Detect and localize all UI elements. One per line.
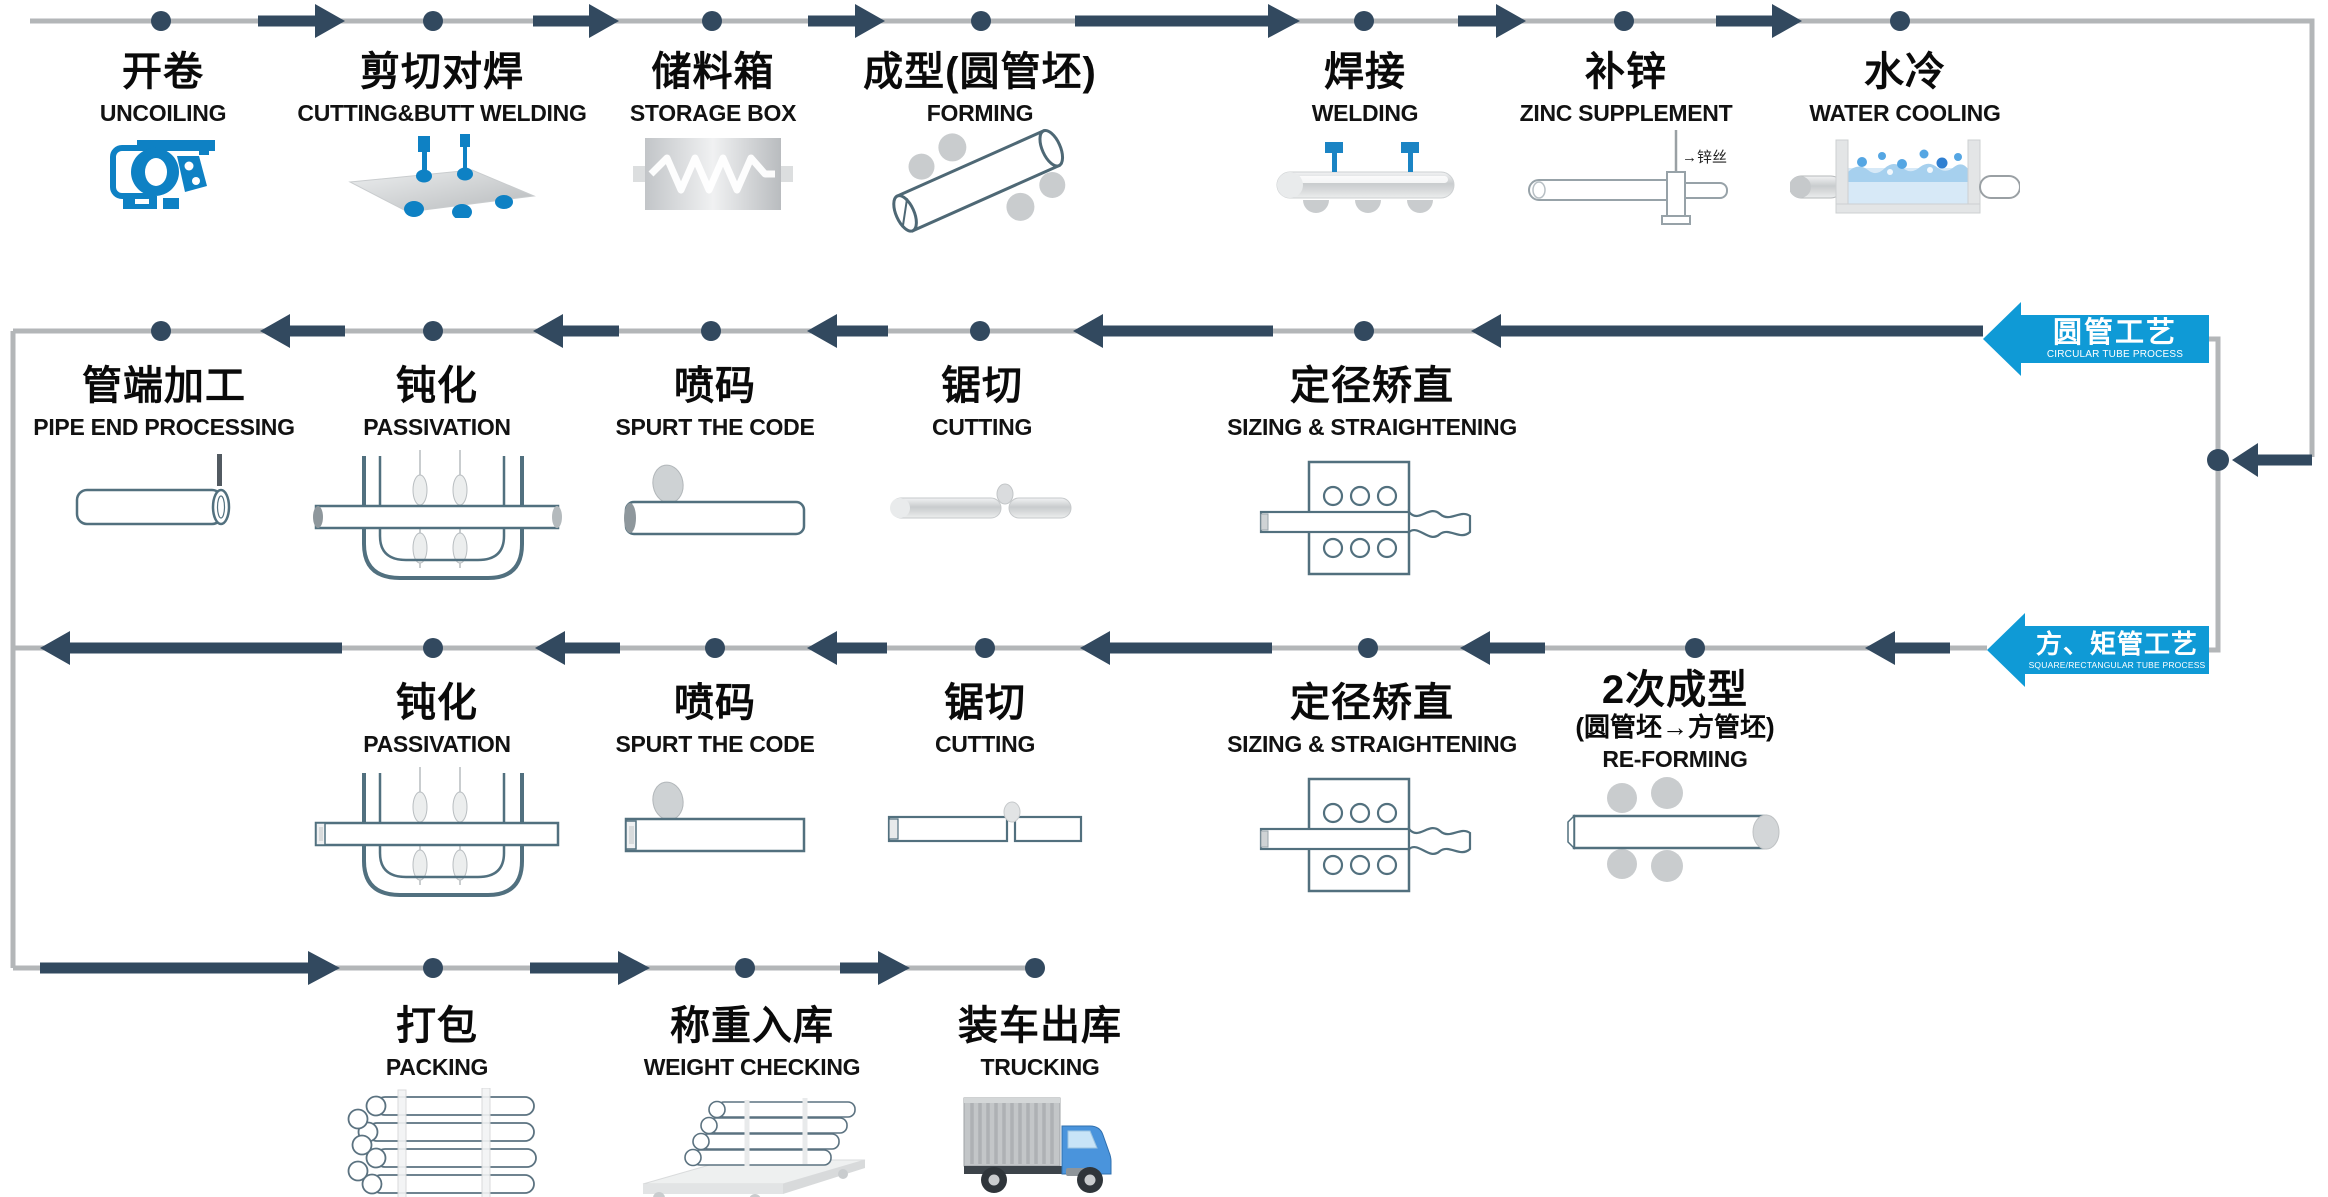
- stage-pipe-end-processing: 管端加工 PIPE END PROCESSING: [0, 364, 344, 544]
- zinc-wire-label: →锌丝: [1682, 149, 1727, 166]
- stage-title-zh: 喷码: [674, 681, 756, 725]
- re-forming-icon: [1560, 776, 1790, 884]
- stage-title-en: PACKING: [385, 1054, 489, 1080]
- stage-title-en: PASSIVATION: [363, 414, 511, 440]
- stage-forming: 成型(圆管坯) FORMING: [800, 50, 1160, 233]
- stage-uncoiling: 开卷 UNCOILING: [0, 50, 343, 214]
- stage-welding: 焊接 WELDING: [1185, 50, 1545, 219]
- water-cooling-icon: [1790, 134, 2020, 224]
- stage-title-en: SPURT THE CODE: [615, 731, 815, 757]
- stage-title-en: PIPE END PROCESSING: [33, 414, 295, 440]
- stage-title-en: WELDING: [1311, 100, 1419, 126]
- process-arrow-title-en: SQUARE/RECTANGULAR TUBE PROCESS: [2028, 660, 2206, 670]
- stage-title-en: CUTTING: [934, 731, 1036, 757]
- sizing-straightening-icon: [1257, 769, 1487, 904]
- forming-icon: [880, 128, 1080, 233]
- stage-cutting-square: 锯切 CUTTING: [805, 681, 1165, 853]
- stage-title-zh: 钝化: [396, 681, 478, 725]
- stage-title-en: FORMING: [926, 100, 1034, 126]
- stage-title-zh: 定径矫直: [1290, 681, 1454, 725]
- stage-weight-checking: 称重入库 WEIGHT CHECKING: [572, 1004, 932, 1197]
- stage-title-zh: 开卷: [122, 50, 204, 94]
- stage-title-en: ZINC SUPPLEMENT: [1519, 100, 1733, 126]
- passivation-icon: [312, 765, 562, 905]
- uncoiling-icon: [103, 134, 223, 214]
- cutting-icon: [885, 787, 1085, 853]
- stage-re-forming: 2次成型 (圆管坯→方管坯) RE-FORMING: [1495, 668, 1855, 884]
- stage-title-en: SIZING & STRAIGHTENING: [1227, 414, 1517, 440]
- stage-title-zh: 锯切: [944, 681, 1026, 725]
- stage-water-cooling: 水冷 WATER COOLING: [1725, 50, 2085, 224]
- cutting-icon: [887, 470, 1077, 532]
- trucking-icon: [958, 1088, 1123, 1197]
- stage-title-zh: 剪切对焊: [360, 50, 524, 94]
- stage-title-zh: 定径矫直: [1290, 364, 1454, 408]
- spurt-code-icon: [620, 458, 810, 550]
- cutting-butt-welding-icon: [342, 134, 542, 218]
- stage-title-zh: 管端加工: [82, 364, 246, 408]
- stage-title-zh: 补锌: [1585, 50, 1667, 94]
- stage-title-zh: 打包: [396, 1004, 478, 1048]
- packing-icon: [332, 1088, 542, 1197]
- stage-title-zh: 装车出库: [958, 1004, 1122, 1048]
- stage-title-en: STORAGE BOX: [629, 100, 797, 126]
- stage-trucking: 装车出库 TRUCKING: [860, 1004, 1220, 1197]
- stage-spurt-code-square: 喷码 SPURT THE CODE: [535, 681, 895, 867]
- stage-title-en: RE-FORMING: [1602, 746, 1748, 772]
- stage-title-en: CUTTING: [931, 414, 1033, 440]
- stage-title-zh: 储料箱: [651, 50, 775, 94]
- stage-title-zh: 称重入库: [670, 1004, 834, 1048]
- stage-cutting-round: 锯切 CUTTING: [802, 364, 1162, 532]
- passivation-icon: [312, 448, 562, 588]
- stage-title-en: UNCOILING: [99, 100, 227, 126]
- stage-title-en: WEIGHT CHECKING: [643, 1054, 861, 1080]
- spurt-code-icon: [620, 775, 810, 867]
- process-arrow-title-zh: 圆管工艺: [2052, 317, 2177, 349]
- pipe-end-processing-icon: [69, 454, 259, 544]
- stage-title-en: WATER COOLING: [1809, 100, 2001, 126]
- stage-zinc-supplement: 补锌 ZINC SUPPLEMENT →锌丝: [1446, 50, 1806, 225]
- stage-sizing-straightening-round: 定径矫直 SIZING & STRAIGHTENING: [1192, 364, 1552, 587]
- track-branch-junction: [2208, 336, 2221, 653]
- stage-title-zh: 水冷: [1864, 50, 1946, 94]
- stage-title-en: PASSIVATION: [363, 731, 511, 757]
- stage-sizing-straightening-square: 定径矫直 SIZING & STRAIGHTENING: [1192, 681, 1552, 904]
- stage-passivation-square: 钝化 PASSIVATION: [257, 681, 617, 905]
- stage-spurt-code-round: 喷码 SPURT THE CODE: [535, 364, 895, 550]
- process-arrow-circular: 圆管工艺 CIRCULAR TUBE PROCESS: [2021, 315, 2209, 363]
- storage-box-icon: [633, 134, 793, 214]
- zinc-supplement-icon: →锌丝: [1528, 130, 1728, 225]
- stage-storage-box: 储料箱 STORAGE BOX: [533, 50, 893, 214]
- stage-title-en: TRUCKING: [980, 1054, 1100, 1080]
- stage-title-zh: 锯切: [941, 364, 1023, 408]
- stage-title-en: SPURT THE CODE: [615, 414, 815, 440]
- stage-passivation-round: 钝化 PASSIVATION: [257, 364, 617, 588]
- stage-title-zh: 成型(圆管坯): [863, 50, 1097, 94]
- stage-title-zh: 焊接: [1324, 50, 1406, 94]
- stage-title-zh: 钝化: [396, 364, 478, 408]
- process-arrow-square: 方、矩管工艺 SQUARE/RECTANGULAR TUBE PROCESS: [2025, 626, 2209, 674]
- weight-checking-icon: [635, 1088, 870, 1197]
- stage-title-en: SIZING & STRAIGHTENING: [1227, 731, 1517, 757]
- stage-title-zh: 2次成型: [1601, 668, 1749, 712]
- stage-title-zh: 喷码: [674, 364, 756, 408]
- stage-title-sub: (圆管坯→方管坯): [1575, 712, 1775, 742]
- sizing-straightening-icon: [1257, 452, 1487, 587]
- stage-cutting-butt-welding: 剪切对焊 CUTTING&BUTT WELDING: [262, 50, 622, 218]
- process-arrow-title-zh: 方、矩管工艺: [2035, 629, 2198, 659]
- welding-icon: [1273, 134, 1458, 219]
- track-top-and-right: [30, 18, 2315, 457]
- stage-title-en: CUTTING&BUTT WELDING: [297, 100, 587, 126]
- process-arrow-title-en: CIRCULAR TUBE PROCESS: [2046, 349, 2184, 360]
- stage-packing: 打包 PACKING: [257, 1004, 617, 1197]
